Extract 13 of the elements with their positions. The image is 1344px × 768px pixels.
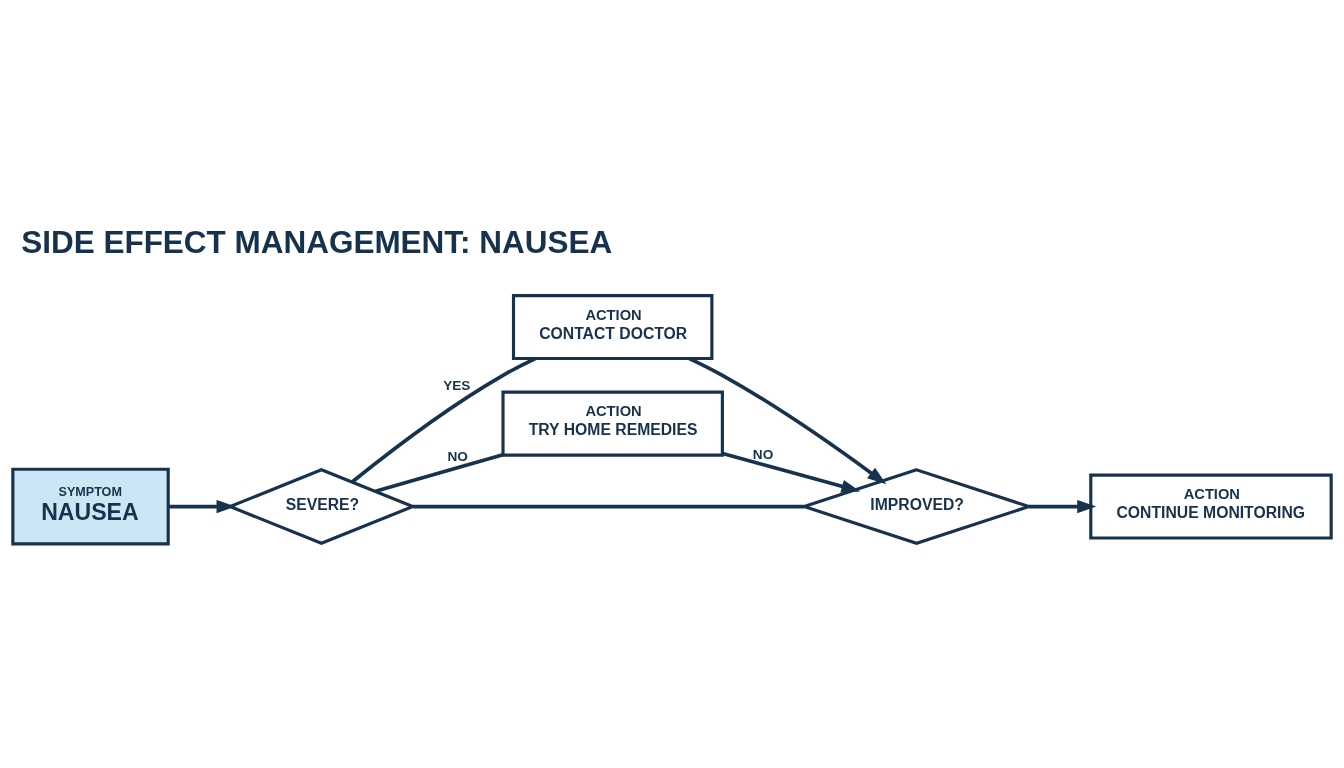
node-box: ACTION CONTINUE MONITORING [1089, 473, 1333, 540]
node-box: ACTION CONTACT DOCTOR [511, 294, 714, 361]
arrow [1028, 499, 1097, 514]
node-box: SYMPTOM NAUSEA [11, 467, 170, 546]
connector [412, 504, 805, 509]
edge-label: NO [447, 448, 468, 464]
diagram-title: SIDE EFFECT MANAGEMENT: NAUSEA [21, 224, 613, 260]
arrow [722, 451, 861, 493]
node-box: ACTION TRY HOME REMEDIES [501, 390, 724, 457]
edge-label: NO [752, 446, 774, 462]
arrow [168, 499, 236, 514]
edge-label: YES [443, 378, 471, 394]
connector [375, 453, 504, 494]
